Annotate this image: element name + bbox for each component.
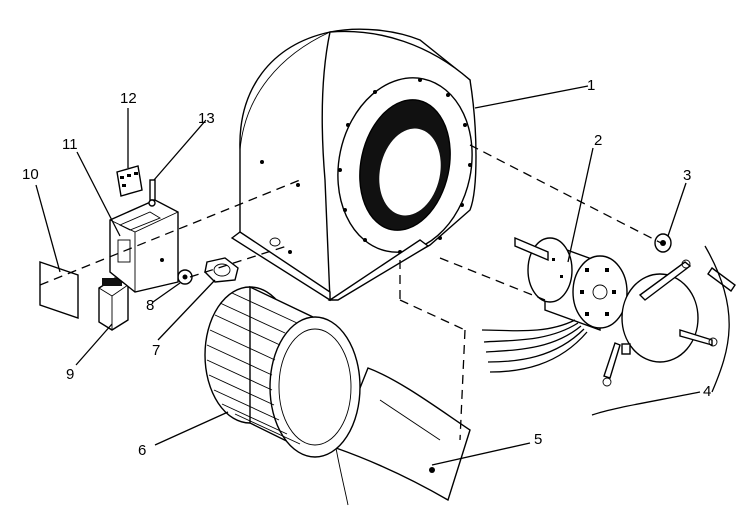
grommet [177,269,193,285]
control-box [109,199,179,293]
motor-mount-bolt [654,233,736,292]
callout-1: 1 [587,77,596,94]
callout-3: 3 [683,167,692,184]
terminal-block [116,165,143,197]
leader-lines [35,85,730,466]
callout-7: 7 [152,342,161,359]
blower-motor [481,236,628,373]
callout-13: 13 [198,110,215,127]
relay-module [98,277,129,331]
screw [148,179,156,207]
blower-housing [230,28,477,302]
callout-11: 11 [62,136,78,153]
cover-plate [39,261,79,319]
callout-8: 8 [146,297,155,314]
assembly-lines [39,144,666,441]
callout-9: 9 [66,366,75,383]
callout-2: 2 [594,132,603,149]
blower-wheel [204,285,361,458]
callout-10: 10 [22,166,39,183]
motor-mount-bracket [602,259,718,387]
callout-6: 6 [138,442,147,459]
callout-12: 12 [120,90,137,107]
callout-4: 4 [703,383,712,400]
callout-5: 5 [534,431,543,448]
